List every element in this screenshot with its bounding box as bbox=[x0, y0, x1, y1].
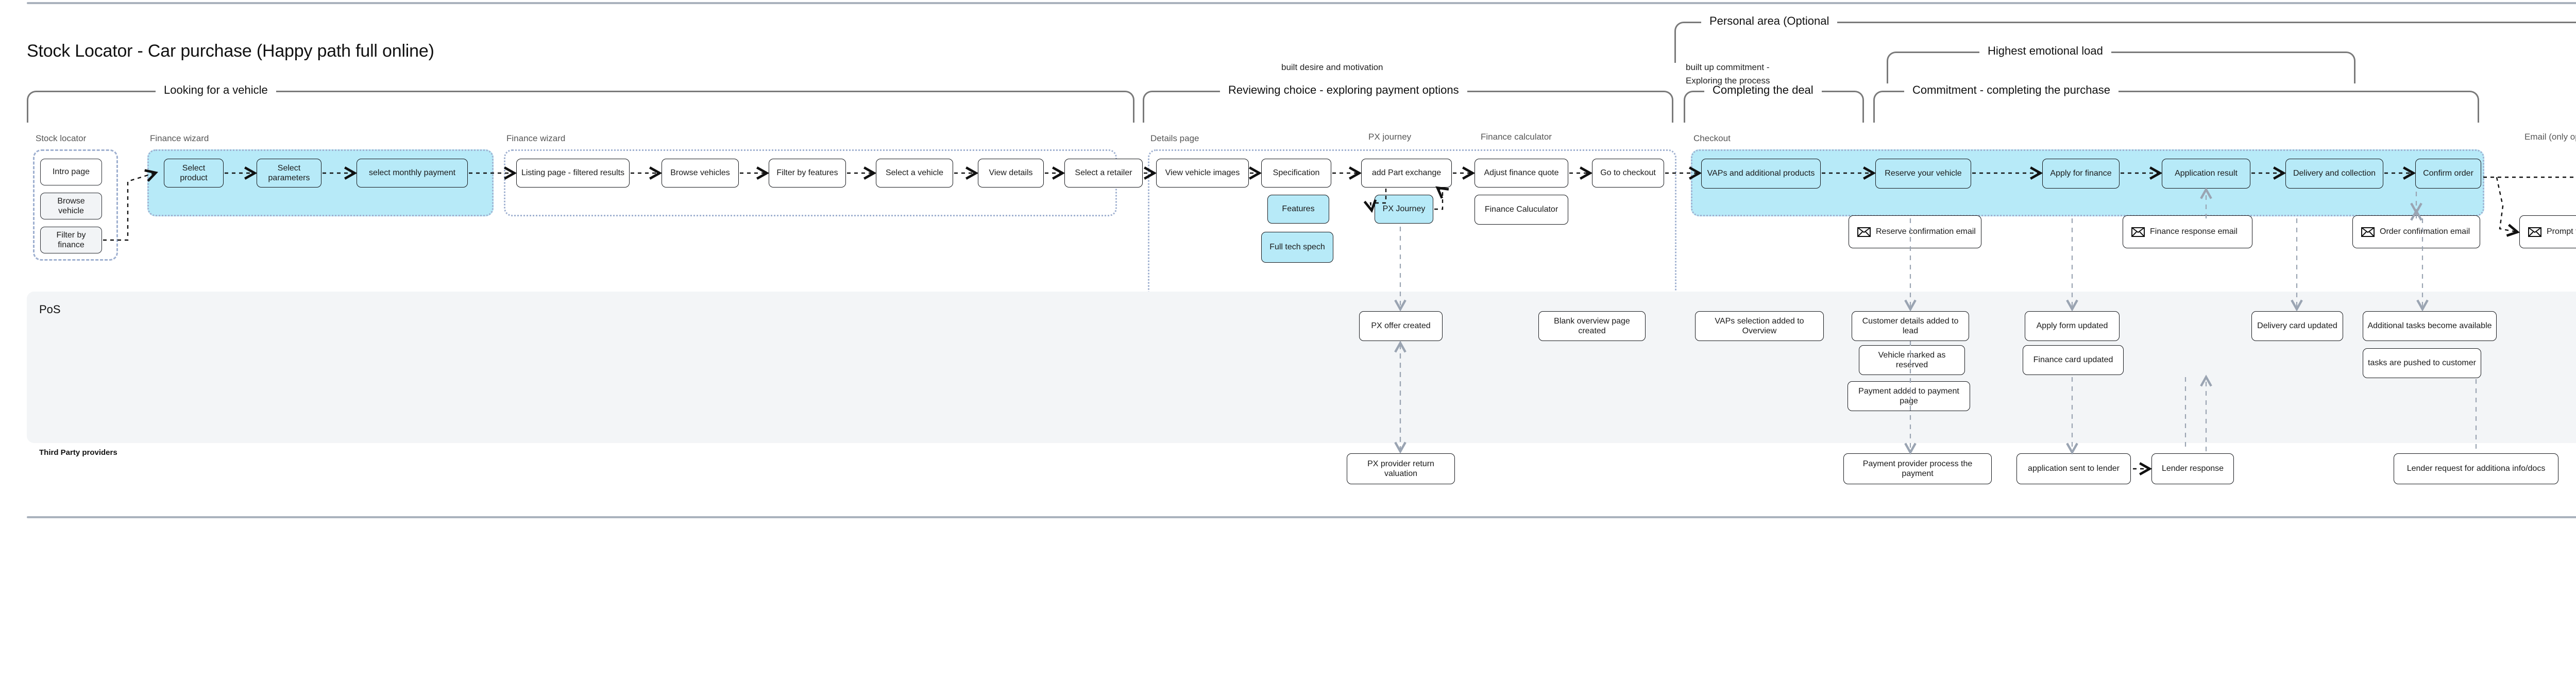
phase-label: Personal area (Optional bbox=[1701, 14, 1838, 28]
phase-personal-area: Personal area (Optional bbox=[1674, 14, 2576, 63]
mail-icon bbox=[2528, 227, 2541, 237]
phase-highest-emotional-load: Highest emotional load bbox=[1887, 44, 2355, 83]
node-specification[interactable]: Specification bbox=[1261, 159, 1331, 188]
node-adjust-finance-quote[interactable]: Adjust finance quote bbox=[1475, 159, 1568, 188]
phase-completing-the-deal: Completing the deal bbox=[1684, 83, 1864, 123]
node-select-parameters[interactable]: Select parameters bbox=[257, 159, 321, 188]
mail-icon bbox=[2361, 227, 2375, 237]
group-label: Stock locator bbox=[36, 133, 87, 143]
node-application-sent-to-lender[interactable]: application sent to lender bbox=[2016, 453, 2131, 484]
group-label-px-journey: PX journey bbox=[1368, 132, 1412, 142]
group-label-finance-calculator: Finance calculator bbox=[1481, 132, 1552, 142]
node-finance-calculator[interactable]: Finance Caluculator bbox=[1475, 195, 1568, 225]
group-label: Finance wizard bbox=[150, 133, 209, 143]
node-filter-by-finance[interactable]: Filter by finance bbox=[40, 227, 102, 253]
phase-looking-for-a-vehicle: Looking for a vehicle bbox=[27, 83, 1134, 123]
node-go-to-checkout[interactable]: Go to checkout bbox=[1592, 159, 1664, 188]
node-label: Prompt to complete additional tasks bbox=[2547, 227, 2576, 236]
phase-reviewing-choice: Reviewing choice - exploring payment opt… bbox=[1143, 83, 1673, 123]
node-vehicle-marked-as-reserved[interactable]: Vehicle marked as reserved bbox=[1859, 345, 1965, 375]
node-view-vehicle-images[interactable]: View vehicle images bbox=[1156, 159, 1249, 188]
node-customer-details-added-to-lead[interactable]: Customer details added to lead bbox=[1852, 311, 1969, 341]
annotation-built-commitment: built up commitment - Exploring the proc… bbox=[1686, 62, 1770, 86]
node-lender-request-for-additional-info[interactable]: Lender request for additiona info/docs bbox=[2394, 453, 2558, 484]
node-delivery-card-updated[interactable]: Delivery card updated bbox=[2251, 311, 2343, 341]
node-features[interactable]: Features bbox=[1267, 195, 1329, 224]
third-party-providers-label: Third Party providers bbox=[39, 448, 117, 457]
node-add-part-exchange[interactable]: add Part exchange bbox=[1361, 159, 1452, 188]
node-px-provider-return-valuation[interactable]: PX provider return valuation bbox=[1347, 453, 1455, 484]
group-label: Details page bbox=[1150, 133, 1199, 143]
node-px-offer-created[interactable]: PX offer created bbox=[1359, 311, 1443, 341]
node-lender-response[interactable]: Lender response bbox=[2151, 453, 2234, 484]
node-listing-page[interactable]: Listing page - filtered results bbox=[516, 159, 630, 188]
node-finance-card-updated[interactable]: Finance card updated bbox=[2023, 345, 2124, 375]
node-apply-form-updated[interactable]: Apply form updated bbox=[2025, 311, 2120, 341]
node-confirm-order[interactable]: Confirm order bbox=[2415, 159, 2481, 189]
node-select-a-retailer[interactable]: Select a retailer bbox=[1064, 159, 1143, 188]
node-tasks-are-pushed-to-customer[interactable]: tasks are pushed to customer bbox=[2363, 348, 2481, 378]
group-label: Checkout bbox=[1693, 133, 1731, 143]
node-browse-vehicle[interactable]: Browse vehicle bbox=[40, 193, 102, 219]
node-filter-by-features[interactable]: Filter by features bbox=[769, 159, 846, 188]
mail-icon bbox=[2131, 227, 2145, 237]
node-label: Finance response email bbox=[2150, 227, 2238, 236]
phase-label: Highest emotional load bbox=[1979, 44, 2111, 58]
node-select-monthly-payment[interactable]: select monthly payment bbox=[357, 159, 468, 188]
phase-label: Completing the deal bbox=[1704, 83, 1822, 97]
page-title: Stock Locator - Car purchase (Happy path… bbox=[27, 41, 434, 61]
node-select-product[interactable]: Select product bbox=[164, 159, 224, 188]
phase-label: Looking for a vehicle bbox=[156, 83, 276, 97]
node-payment-provider-process-the-payment[interactable]: Payment provider process the payment bbox=[1843, 453, 1992, 484]
divider-bottom bbox=[27, 516, 2576, 518]
phase-label: Reviewing choice - exploring payment opt… bbox=[1220, 83, 1467, 97]
node-px-journey[interactable]: PX Journey bbox=[1375, 195, 1433, 224]
node-delivery-and-collection[interactable]: Delivery and collection bbox=[2285, 159, 2383, 189]
group-label: Finance wizard bbox=[506, 133, 566, 143]
node-reserve-confirmation-email[interactable]: Reserve confirmation email bbox=[1849, 215, 1981, 248]
pos-lane-label: PoS bbox=[39, 303, 61, 316]
node-vaps-selection-added-to-overview[interactable]: VAPs selection added to Overview bbox=[1695, 311, 1824, 341]
phase-bracket bbox=[1873, 91, 2479, 123]
node-select-a-vehicle[interactable]: Select a vehicle bbox=[876, 159, 953, 188]
phase-label: Commitment - completing the purchase bbox=[1904, 83, 2119, 97]
node-additional-tasks-become-available[interactable]: Additional tasks become available bbox=[2363, 311, 2497, 341]
mail-icon bbox=[1857, 227, 1871, 237]
phase-bracket bbox=[27, 91, 1134, 123]
node-payment-added-to-payment-page[interactable]: Payment added to payment page bbox=[1848, 381, 1970, 411]
node-browse-vehicles[interactable]: Browse vehicles bbox=[662, 159, 739, 188]
node-finance-response-email[interactable]: Finance response email bbox=[2123, 215, 2252, 248]
phase-bracket bbox=[1674, 22, 2576, 63]
pos-lane: PoS bbox=[27, 292, 2576, 443]
node-intro-page[interactable]: Intro page bbox=[40, 159, 102, 185]
node-full-tech-spech[interactable]: Full tech spech bbox=[1261, 232, 1333, 263]
node-vaps-and-additional-products[interactable]: VAPs and additional products bbox=[1701, 159, 1821, 189]
node-label: Reserve confirmation email bbox=[1876, 227, 1976, 236]
group-label-email-guest: Email (only option as guest) bbox=[2524, 132, 2576, 142]
node-label: Order confirmation email bbox=[2380, 227, 2470, 236]
node-application-result[interactable]: Application result bbox=[2162, 159, 2250, 189]
divider-top bbox=[27, 2, 2576, 4]
node-prompt-to-complete-additional-tasks[interactable]: Prompt to complete additional tasks bbox=[2519, 215, 2576, 248]
node-apply-for-finance[interactable]: Apply for finance bbox=[2042, 159, 2120, 189]
phase-bracket bbox=[1887, 52, 2355, 83]
annotation-built-desire: built desire and motivation bbox=[1281, 62, 1383, 72]
node-order-confirmation-email[interactable]: Order confirmation email bbox=[2352, 215, 2480, 248]
node-blank-overview-page-created[interactable]: Blank overview page created bbox=[1538, 311, 1646, 341]
node-view-details[interactable]: View details bbox=[978, 159, 1044, 188]
node-reserve-your-vehicle[interactable]: Reserve your vehicle bbox=[1875, 159, 1971, 189]
phase-commitment: Commitment - completing the purchase bbox=[1873, 83, 2479, 123]
